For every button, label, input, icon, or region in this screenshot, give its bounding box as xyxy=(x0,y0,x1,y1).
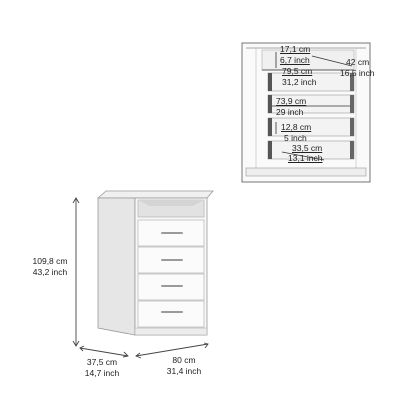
width-dimension-line xyxy=(135,342,209,359)
width-inch-label: 31,4 inch xyxy=(166,366,202,376)
drawer-width-cm-label: 73,9 cm xyxy=(276,96,307,106)
drawer-height-cm-label: 12,8 cm xyxy=(281,122,312,132)
drawer-depth-inch-label: 13,1 inch xyxy=(288,153,323,163)
top-opening-cm-label: 17,1 cm xyxy=(280,44,311,54)
height-cm-label: 109,8 cm xyxy=(32,256,68,266)
drawer-handle xyxy=(161,285,183,287)
depth-inch-label: 14,7 inch xyxy=(84,368,120,378)
inner-depth-cm-label: 42 cm xyxy=(346,57,370,67)
drawer-width-inch-label: 29 inch xyxy=(276,107,304,117)
drawer-depth-cm-label: 33,5 cm xyxy=(292,143,323,153)
drawer-handle xyxy=(161,259,183,261)
drawer-height-inch-label: 5 inch xyxy=(284,133,307,143)
depth-dimension-line xyxy=(79,345,129,358)
top-opening-inch-label: 6,7 inch xyxy=(280,55,310,65)
inner-depth-inch-label: 16,5 inch xyxy=(340,68,375,78)
inner-width-inch-label: 31,2 inch xyxy=(282,77,317,87)
drawer-handle xyxy=(161,311,183,313)
width-cm-label: 80 cm xyxy=(172,355,196,365)
height-dimension-line xyxy=(72,197,80,347)
height-inch-label: 43,2 inch xyxy=(32,267,68,277)
inner-width-cm-label: 79,5 cm xyxy=(282,66,313,76)
drawer-handle xyxy=(161,232,183,234)
drawer-front xyxy=(137,300,205,328)
inner-depth-dimension-line xyxy=(311,55,353,67)
depth-cm-label: 37,5 cm xyxy=(86,357,118,367)
drawer-depth-dimension-line xyxy=(281,151,325,161)
